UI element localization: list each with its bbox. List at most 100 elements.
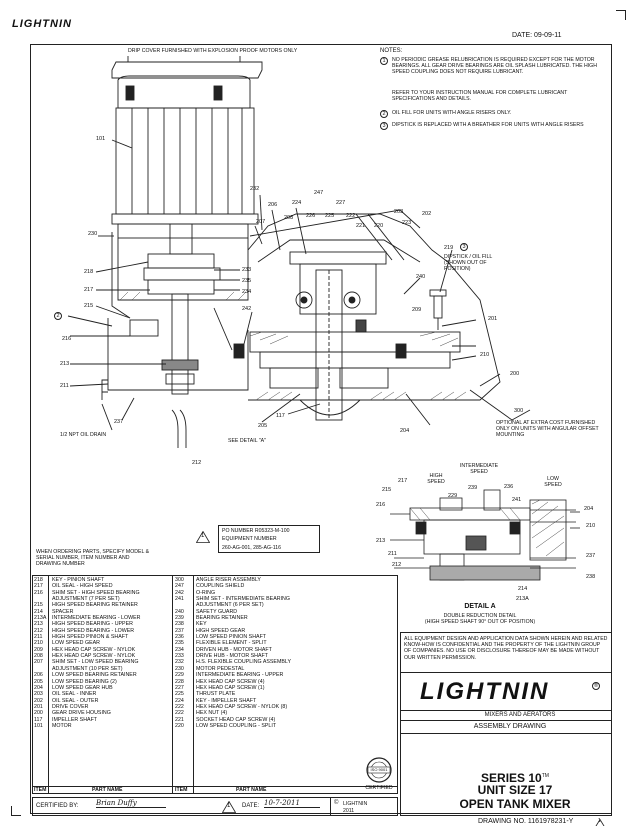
callout-237: 237 — [114, 419, 124, 425]
tagline: MIXERS AND AERATORS — [484, 712, 556, 718]
part-name: OIL SEAL - HIGH SPEED — [52, 583, 113, 590]
part-item-number: 227 — [175, 684, 184, 691]
iso-seal-label: CERTIFIED — [365, 785, 393, 791]
parts-col-divider — [48, 575, 49, 794]
part-item-number: 228 — [175, 678, 184, 685]
assembly-drawing — [67, 56, 531, 448]
detail-label-low: LOW SPEED — [544, 476, 562, 489]
part-item-number: 221 — [175, 716, 184, 723]
callout-217: 217 — [84, 287, 94, 293]
part-name: SHIM SET - INTERMEDIATE BEARING — [196, 596, 290, 603]
detail-callout-216: 216 — [376, 502, 386, 508]
part-name: LOW SPEED BEARING RETAINER — [52, 672, 137, 679]
part-name: H.S. FLEXIBLE COUPLING ASSEMBLY — [196, 659, 291, 666]
parts-row: 234 DRIVEN HUB - MOTOR SHAFT — [173, 647, 393, 653]
part-name: DRIVEN HUB - MOTOR SHAFT — [196, 646, 272, 653]
part-item-number: 200 — [34, 710, 43, 717]
po-equipment-numbers: 260-AG-001, 285-AG-116 — [222, 545, 282, 551]
part-name: HIGH SPEED PINION & SHAFT — [52, 634, 129, 641]
callout-242: 242 — [242, 306, 252, 312]
callout-200: 200 — [510, 371, 520, 377]
detail-subtitle-1: DOUBLE REDUCTION DETAIL — [443, 613, 517, 619]
parts-row: 238 KEY — [173, 621, 393, 627]
po-rev-triangle: 1 — [195, 530, 211, 543]
parts-row: ADJUSTMENT (6 PER SET) — [173, 602, 393, 608]
part-name: KEY — [196, 621, 207, 628]
part-name: THRUST PLATE — [196, 691, 236, 698]
callout-232: 232 — [250, 186, 260, 192]
part-item-number: 235 — [175, 640, 184, 647]
po-box — [218, 525, 320, 553]
callout-204: 204 — [400, 428, 410, 434]
callout-247: 247 — [314, 190, 324, 196]
detail-callout-217: 217 — [398, 478, 408, 484]
drip-cover-label: DRIP COVER FURNISHED WITH EXPLOSION PROO… — [128, 48, 298, 54]
series-title-text: SERIES 10 — [481, 771, 542, 785]
detail-label-high: HIGH SPEED — [427, 473, 445, 486]
notes-title: NOTES: — [380, 48, 403, 54]
drawing-number: DRAWING NO. 1161978231-Y — [478, 818, 574, 825]
callout-223: 223 — [402, 220, 412, 226]
note-text: DIPSTICK IS REPLACED WITH A BREATHER FOR… — [392, 122, 584, 128]
copyright-company: LIGHTNIN — [343, 801, 368, 807]
detail-title: DETAIL A — [464, 603, 496, 610]
part-item-number: 204 — [34, 684, 43, 691]
parts-header-part-name: PART NAME — [92, 787, 123, 793]
part-item-number: 238 — [175, 621, 184, 628]
callout-216: 216 — [62, 336, 72, 342]
callout-117: 117 — [276, 413, 285, 419]
note-3: 3 DIPSTICK IS REPLACED WITH A BREATHER F… — [380, 122, 602, 130]
header-date: DATE: 09-09-11 — [512, 32, 562, 39]
part-name: COUPLING SHIELD — [196, 583, 245, 590]
callout-101: 101 — [96, 136, 106, 142]
cert-date-value: 10-7-2011 — [264, 799, 320, 808]
callout-224: 224 — [292, 200, 302, 206]
part-name: HEX HEAD CAP SCREW - NYLOK — [52, 653, 136, 660]
part-name: ADJUSTMENT (7 PER SET) — [52, 596, 120, 603]
po-equipment-label: EQUIPMENT NUMBER — [222, 536, 277, 542]
part-item-number: 239 — [175, 615, 184, 622]
part-item-number: 201 — [34, 703, 43, 710]
note-2-marker: 2 — [54, 312, 62, 320]
part-name: SHIM SET - LOW SPEED BEARING — [52, 659, 139, 666]
part-name: DRIVE HUB - MOTOR SHAFT — [196, 653, 269, 660]
part-name: SAFETY GUARD — [196, 608, 238, 615]
part-item-number: 233 — [175, 653, 184, 660]
part-name: OIL SEAL - OUTER — [52, 697, 99, 704]
part-item-number: 212 — [34, 627, 43, 634]
cert-rev-triangle: 1 — [221, 800, 237, 813]
part-name: HIGH SPEED BEARING - UPPER — [52, 621, 133, 628]
note-text: REFER TO YOUR INSTRUCTION MANUAL FOR COM… — [392, 90, 568, 103]
part-item-number: 234 — [175, 646, 184, 653]
drawing-rev-triangle: 1 — [594, 816, 606, 826]
po-number: PO NUMBER R05323-M-100 — [222, 528, 290, 534]
callout-233: 233 — [242, 267, 252, 273]
detail-a-drawing — [390, 489, 580, 581]
parts-header-part-name-2: PART NAME — [236, 787, 267, 793]
part-item-number: 213A — [34, 615, 47, 622]
part-name: ANGLE RISER ASSEMBLY — [196, 577, 261, 583]
callout-230: 230 — [88, 231, 98, 237]
detail-callout-204: 204 — [584, 506, 594, 512]
note-number-circle: 2 — [380, 110, 388, 118]
certified-by-label: CERTIFIED BY: — [36, 803, 79, 809]
part-name: LOW SPEED COUPLING - SPLIT — [196, 722, 277, 729]
